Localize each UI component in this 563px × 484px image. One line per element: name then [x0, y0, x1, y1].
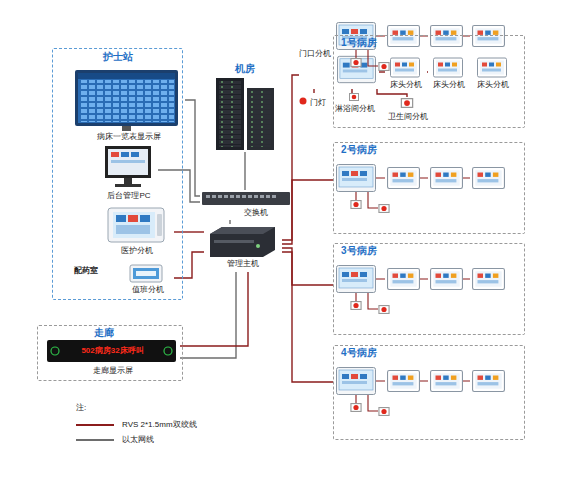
nurse-extension: 医护分机	[100, 206, 174, 258]
ethernet-cable	[158, 170, 200, 202]
door-extension: 门口分机	[299, 49, 379, 89]
twisted-pair-wire	[351, 89, 352, 93]
device-caption: 病床一览表显示屏	[72, 132, 185, 142]
twisted-pair-wire	[282, 248, 333, 285]
region-title: 1号病房	[341, 37, 377, 49]
note-label: 注:	[76, 403, 86, 413]
duty-extension: 值班分机	[122, 263, 174, 296]
twisted-pair-wire	[313, 89, 314, 93]
device-caption: 走廊显示屏	[45, 366, 180, 376]
twisted-pair-wire	[377, 89, 407, 97]
device-caption: 卫生间分机	[384, 112, 432, 122]
device-caption: 门口分机	[299, 49, 331, 59]
region-title: 3号病房	[341, 245, 377, 257]
ward-region: 2号病房	[333, 142, 525, 234]
display-monitor: 病床一览表显示屏	[72, 69, 185, 143]
legend-text: 以太网线	[122, 435, 154, 445]
twisted-pair-wire	[379, 71, 385, 72]
twisted-pair-wire	[174, 231, 204, 232]
management-host: 管理主机	[204, 224, 282, 272]
ethernet-cable	[244, 152, 245, 190]
corridor-region: 走廊502病房32床呼叫走廊显示屏	[37, 325, 183, 381]
device-caption: 淋浴间分机	[334, 104, 376, 114]
device-caption: 管理主机	[204, 259, 282, 269]
device-caption: 门灯	[310, 98, 326, 108]
device-caption: 后台管理PC	[100, 191, 158, 201]
door-lamp: 门灯	[299, 93, 331, 113]
ethernet-cable	[229, 220, 230, 224]
twisted-pair-wire	[282, 180, 333, 244]
ward-region: 1号病房门口分机门灯淋浴间分机卫生间分机床头分机床头分机床头分机	[333, 35, 525, 128]
region-title: 2号病房	[341, 144, 377, 156]
twisted-pair-wire	[427, 71, 428, 72]
twisted-pair-wire	[282, 252, 333, 382]
device-caption: 值班分机	[122, 285, 174, 295]
region-title: 护士站	[53, 51, 182, 63]
twisted-pair-wire	[180, 272, 248, 346]
ethernet-cable	[180, 272, 236, 358]
display-text: 502病房32床呼叫	[45, 346, 180, 356]
device-caption: 医护分机	[100, 246, 174, 256]
nurse-station-region: 护士站病床一览表显示屏后台管理PC 医护分机值班分机	[52, 48, 183, 300]
device-caption: 床头分机	[470, 80, 516, 90]
device-caption: 床头分机	[385, 80, 427, 90]
bedside-extension: 床头分机	[470, 57, 516, 91]
device-caption: 交换机	[244, 208, 268, 218]
legend-text: RVS 2*1.5mm双绞线	[122, 420, 197, 430]
ethernet-cable	[185, 100, 200, 196]
toilet-extension: 卫生间分机	[384, 97, 432, 125]
region-title: 机房	[211, 63, 279, 75]
ward-region: 3号病房	[333, 243, 525, 335]
region-title: 4号病房	[341, 347, 377, 359]
ward-region: 4号病房	[333, 345, 525, 440]
server-rack: 机房	[211, 62, 279, 152]
twisted-pair-wire	[174, 252, 204, 278]
twisted-pair-wire	[282, 75, 299, 240]
network-switch: 交换机	[200, 190, 292, 220]
pc-terminal: 后台管理PC	[100, 144, 158, 202]
region-title: 走廊	[94, 327, 114, 339]
bedside-extension: 床头分机	[428, 57, 470, 91]
shower-extension: 淋浴间分机	[334, 93, 376, 115]
device-caption: 床头分机	[428, 80, 470, 90]
area-label: 配药室	[74, 266, 98, 276]
bedside-extension: 床头分机	[385, 57, 427, 91]
corridor-display: 502病房32床呼叫走廊显示屏	[45, 340, 180, 378]
